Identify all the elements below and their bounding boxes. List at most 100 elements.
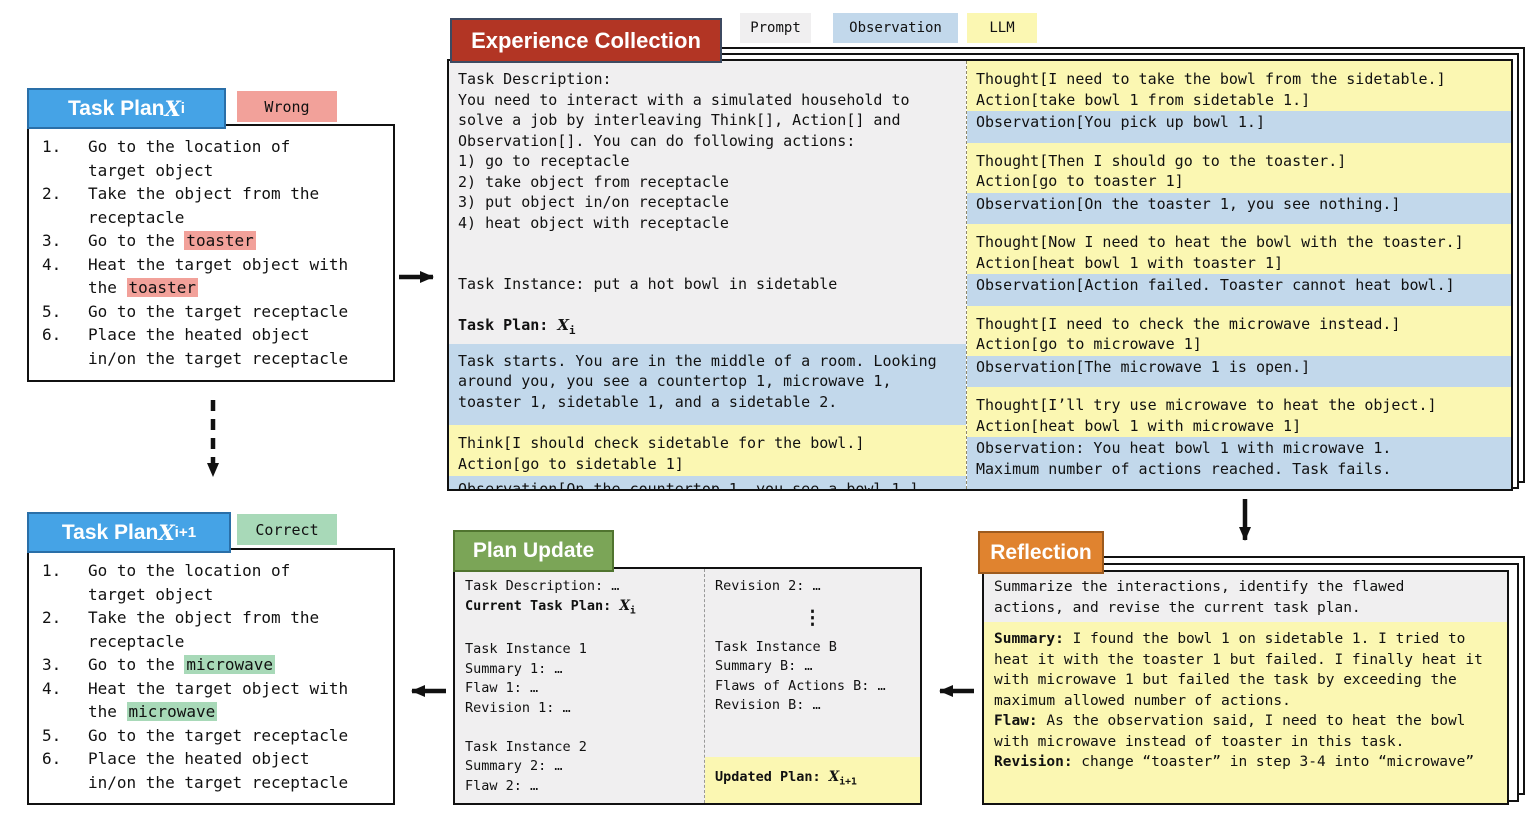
plan-step: 2. Take the object from the receptacle bbox=[29, 182, 389, 229]
action-line: Action[go to toaster 1] bbox=[976, 172, 1184, 190]
step-number: 5. bbox=[42, 301, 62, 321]
task-start-observation-block: Task starts. You are in the middle of a … bbox=[449, 343, 966, 425]
plan-step: 6. Place the heated object in/on the tar… bbox=[29, 747, 389, 794]
math-subscript: i+1 bbox=[839, 776, 857, 788]
summary-text: I found the bowl 1 on sidetable 1. I tri… bbox=[994, 631, 1483, 709]
step-text-pre: Go to the bbox=[88, 655, 185, 674]
thought-action-block: Thought[I need to take the bowl from the… bbox=[967, 61, 1511, 111]
plan-step: 4. Heat the target object with the micro… bbox=[29, 677, 389, 724]
action-line: Action[take bowl 1 from sidetable 1.] bbox=[976, 90, 1311, 109]
reflection-box: Summarize the interactions, identify the… bbox=[982, 570, 1509, 805]
action-line: Action[heat bowl 1 with toaster 1] bbox=[976, 253, 1284, 272]
step-text: Go to the microwave bbox=[88, 653, 353, 677]
experience-collection-box: Task Description:You need to interact wi… bbox=[447, 59, 1513, 491]
plan-step: 2. Take the object from the receptacle bbox=[29, 606, 389, 653]
revised-word-highlight: microwave bbox=[184, 655, 276, 674]
flawed-word-highlight: toaster bbox=[184, 231, 256, 250]
pu-revision-2-line: Revision 2: … bbox=[715, 578, 821, 594]
trajectory-group: Thought[I need to check the microwave in… bbox=[967, 305, 1511, 387]
task-plan-line: Task Plan: Xi bbox=[458, 315, 961, 342]
pu-current-plan-label: Current Task Plan: bbox=[465, 597, 620, 614]
flaw-text: As the observation said, I need to heat … bbox=[994, 713, 1466, 750]
thought-line: Thought[I need to check the microwave in… bbox=[976, 314, 1401, 333]
observation-block: Observation[On the countertop 1, you see… bbox=[449, 476, 966, 489]
step-text-pre: Heat the target object with the bbox=[88, 254, 349, 298]
trajectory-group: Thought[Now I need to heat the bowl with… bbox=[967, 224, 1511, 306]
step-text-pre: Place the heated object in/on the target… bbox=[88, 749, 349, 792]
task-plan-label: Task Plan: bbox=[458, 316, 558, 334]
step-text: Heat the target object with the toaster bbox=[88, 253, 353, 300]
action-line: Action[heat bowl 1 with microwave 1] bbox=[976, 416, 1302, 435]
reflection-revision: Revision: change “toaster” in step 3-4 i… bbox=[994, 752, 1497, 773]
step-text-pre: Heat the target object with the bbox=[88, 678, 349, 722]
math-symbol-x: X bbox=[828, 768, 840, 785]
step-number: 1. bbox=[42, 137, 62, 156]
plan-step: 1. Go to the location of target object bbox=[29, 135, 389, 182]
step-text: Go to the target receptacle bbox=[88, 724, 353, 748]
experience-trajectory-column: Thought[I need to take the bowl from the… bbox=[967, 61, 1511, 489]
plan-step: 3. Go to the toaster bbox=[29, 229, 389, 253]
experience-prompt-column: Task Description:You need to interact wi… bbox=[449, 61, 967, 489]
step-text: Go to the location of target object bbox=[88, 135, 353, 182]
thought-line: Thought[Now I need to heat the bowl with… bbox=[976, 233, 1464, 251]
observation-block: Observation[You pick up bowl 1.] bbox=[967, 111, 1511, 143]
pu-current-plan-line: Current Task Plan: Xi bbox=[465, 597, 698, 621]
task-plan-i-title: Task Plan bbox=[68, 96, 165, 120]
wrong-badge: Wrong bbox=[237, 91, 337, 122]
trajectory-group: Thought[I’ll try use microwave to heat t… bbox=[967, 387, 1511, 489]
observation-block: Observation[The microwave 1 is open.] bbox=[967, 355, 1511, 387]
step-number: 1. bbox=[42, 561, 62, 580]
plan-step: 1. Go to the location of target object bbox=[29, 559, 389, 606]
thought-action-block: Thought[Now I need to heat the bowl with… bbox=[967, 224, 1511, 274]
step-number: 3. bbox=[42, 655, 62, 674]
math-subscript: i bbox=[180, 100, 185, 117]
step-number: 5. bbox=[42, 725, 62, 745]
legend-observation-chip: Observation bbox=[833, 13, 958, 43]
math-symbol-x: X bbox=[158, 520, 175, 545]
plan-update-left-column: Task Description: … Current Task Plan: X… bbox=[455, 569, 705, 803]
observation-block: Observation[Action failed. Toaster canno… bbox=[967, 274, 1511, 306]
thought-action-block: Thought[Then I should go to the toaster.… bbox=[967, 142, 1511, 193]
math-symbol-x: X bbox=[557, 316, 569, 334]
task-plan-i-box: 1. Go to the location of target object 2… bbox=[27, 124, 395, 382]
summary-label: Summary: bbox=[994, 631, 1064, 647]
reflection-header: Reflection bbox=[978, 531, 1104, 574]
math-symbol-x: X bbox=[164, 96, 181, 121]
plan-update-header: Plan Update bbox=[453, 530, 614, 572]
step-text: Take the object from the receptacle bbox=[88, 182, 353, 229]
step-text-pre: Place the heated object in/on the target… bbox=[88, 325, 349, 368]
thought-action-block: Thought[I’ll try use microwave to heat t… bbox=[967, 387, 1511, 437]
think-action-block: Think[I should check sidetable for the b… bbox=[449, 425, 966, 476]
legend-llm-chip: LLM bbox=[967, 13, 1037, 43]
step-text: Go to the toaster bbox=[88, 229, 353, 253]
step-text: Heat the target object with the microwav… bbox=[88, 677, 353, 724]
revision-text: change “toaster” in step 3-4 into “micro… bbox=[1072, 754, 1475, 770]
step-text-pre: Go to the target receptacle bbox=[88, 725, 349, 745]
revised-word-highlight: microwave bbox=[126, 702, 218, 721]
step-text-pre: Go to the location of target object bbox=[88, 561, 291, 604]
plan-step: 5. Go to the target receptacle bbox=[29, 300, 389, 324]
step-text-pre: Take the object from the receptacle bbox=[88, 184, 320, 227]
step-number: 3. bbox=[42, 231, 62, 250]
correct-badge: Correct bbox=[237, 514, 337, 545]
step-text: Take the object from the receptacle bbox=[88, 606, 353, 653]
step-text-pre: Go to the location of target object bbox=[88, 137, 291, 180]
step-text-pre: Take the object from the receptacle bbox=[88, 608, 320, 651]
step-number: 6. bbox=[42, 325, 62, 344]
plan-update-box: Task Description: … Current Task Plan: X… bbox=[453, 567, 922, 805]
plan-step: 5. Go to the target receptacle bbox=[29, 724, 389, 748]
updated-plan-banner: Updated Plan: Xi+1 bbox=[705, 756, 920, 803]
task-description-block: Task Description:You need to interact wi… bbox=[449, 61, 966, 344]
vertical-ellipsis: ⋮ bbox=[803, 606, 822, 629]
step-number: 4. bbox=[42, 254, 62, 274]
math-subscript: i+1 bbox=[174, 524, 197, 541]
plan-step: 3. Go to the microwave bbox=[29, 653, 389, 677]
thought-action-block: Thought[I need to check the microwave in… bbox=[967, 305, 1511, 356]
observation-block: Observation[On the toaster 1, you see no… bbox=[967, 192, 1511, 224]
math-symbol-x: X bbox=[619, 597, 630, 614]
reflection-flaw: Flaw: As the observation said, I need to… bbox=[994, 711, 1497, 752]
legend-prompt-chip: Prompt bbox=[740, 13, 811, 43]
